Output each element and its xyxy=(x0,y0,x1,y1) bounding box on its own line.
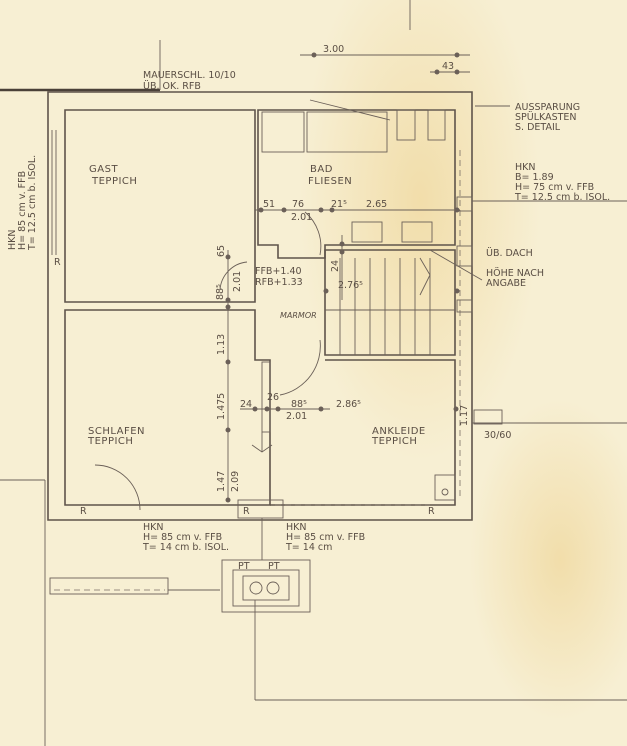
note-mauerschl: MAUERSCHL. 10/10 xyxy=(143,70,236,81)
marmor-label: MARMOR xyxy=(280,311,317,320)
chimney-label: PT xyxy=(268,561,280,572)
dim-label: 26 xyxy=(267,392,279,403)
dim-label: 24 xyxy=(240,399,252,410)
chimney-label: PT xyxy=(238,561,250,572)
room-schlafen: SCHLAFEN xyxy=(88,426,145,437)
room-ankleide-floor: TEPPICH xyxy=(371,436,417,447)
dim-label: 2.86⁵ xyxy=(336,399,361,410)
note-ffb: RFB+1.33 xyxy=(255,277,303,288)
paper-stain xyxy=(300,0,540,460)
stove xyxy=(434,474,456,501)
dim-label: 2.01 xyxy=(291,212,312,223)
radiator xyxy=(237,499,284,519)
dim-label: 1.17 xyxy=(459,405,470,426)
dim-label: 1.47 xyxy=(216,471,227,492)
note-hkn-right: H= 75 cm v. FFB xyxy=(515,182,594,193)
note-aussparung: S. DETAIL xyxy=(515,122,561,133)
dim-label: 76 xyxy=(292,199,304,210)
dim-label: 21⁵ xyxy=(331,199,347,210)
dim-label: 2.09 xyxy=(230,471,241,492)
radiator-mark: R xyxy=(428,506,435,517)
note-hkn-left: HKN xyxy=(7,230,18,250)
note-hohe: ANGABE xyxy=(486,278,526,289)
room-schlafen-floor: TEPPICH xyxy=(87,436,133,447)
note-mauerschl: ÜB. OK. RFB xyxy=(143,81,201,92)
note-hkn-bottom-right: HKN xyxy=(286,522,306,533)
note-hkn-right: T= 12.5 cm b. ISOL. xyxy=(514,192,610,203)
room-gast: GAST xyxy=(89,164,118,175)
radiator-mark: R xyxy=(54,257,61,268)
radiator-mark: R xyxy=(80,506,87,517)
note-hkn-right: HKN xyxy=(515,162,535,173)
note-aussparung: SPÜLKASTEN xyxy=(515,112,577,123)
dim-label: 88⁵ xyxy=(291,399,307,410)
dim-label: 51 xyxy=(263,199,275,210)
room-gast-floor: TEPPICH xyxy=(91,176,137,187)
paper-stain xyxy=(470,400,627,720)
dimension-labels: 3.00 43 51 76 2.01 21⁵ 2.65 24 2.76⁵ 65 … xyxy=(215,44,470,492)
dim-label: 3.00 xyxy=(323,44,344,55)
note-ub-dach: ÜB. DACH xyxy=(486,248,533,259)
note-hkn-bottom-right: T= 14 cm xyxy=(285,542,332,553)
dim-label: 1.13 xyxy=(216,334,227,355)
note-hkn-left: H= 85 cm v. FFB xyxy=(17,171,28,250)
note-hkn-bottom-right: H= 85 cm v. FFB xyxy=(286,532,365,543)
dim-label: 88⁵ xyxy=(215,284,226,300)
dim-label: 2.76⁵ xyxy=(338,280,363,291)
fixtures xyxy=(49,109,627,595)
stairs xyxy=(325,257,455,355)
note-hkn-bottom-left: H= 85 cm v. FFB xyxy=(143,532,222,543)
room-labels: GAST TEPPICH BAD FLIESEN SCHLAFEN TEPPIC… xyxy=(87,164,426,447)
note-niche: 30/60 xyxy=(484,430,511,441)
dim-label: 43 xyxy=(442,61,454,72)
annotations: MAUERSCHL. 10/10 ÜB. OK. RFB AUSSPARUNG … xyxy=(7,70,610,553)
note-hkn-left: T= 12.5 cm b. ISOL. xyxy=(27,155,38,251)
note-hohe: HÖHE NACH xyxy=(486,268,544,279)
dim-label: 24 xyxy=(330,260,341,272)
note-hkn-bottom-left: T= 14 cm b. ISOL. xyxy=(142,542,229,553)
dim-label: 1.475 xyxy=(216,393,227,420)
note-aussparung: AUSSPARUNG xyxy=(515,102,580,113)
radiator-left xyxy=(49,577,169,595)
radiator-mark: R xyxy=(243,506,250,517)
room-bad: BAD xyxy=(310,164,333,175)
note-hkn-right: B= 1.89 xyxy=(515,172,554,183)
chimney: PT PT xyxy=(221,559,311,613)
note-hkn-bottom-left: HKN xyxy=(143,522,163,533)
room-bad-floor: FLIESEN xyxy=(308,176,352,187)
dim-label: 2.01 xyxy=(232,271,243,292)
dim-label: 2.01 xyxy=(286,411,307,422)
note-ffb: FFB+1.40 xyxy=(255,266,302,277)
dim-label: 2.65 xyxy=(366,199,387,210)
dimension-lines xyxy=(225,52,510,503)
room-ankleide: ANKLEIDE xyxy=(372,426,426,437)
dim-label: 65 xyxy=(216,245,227,257)
